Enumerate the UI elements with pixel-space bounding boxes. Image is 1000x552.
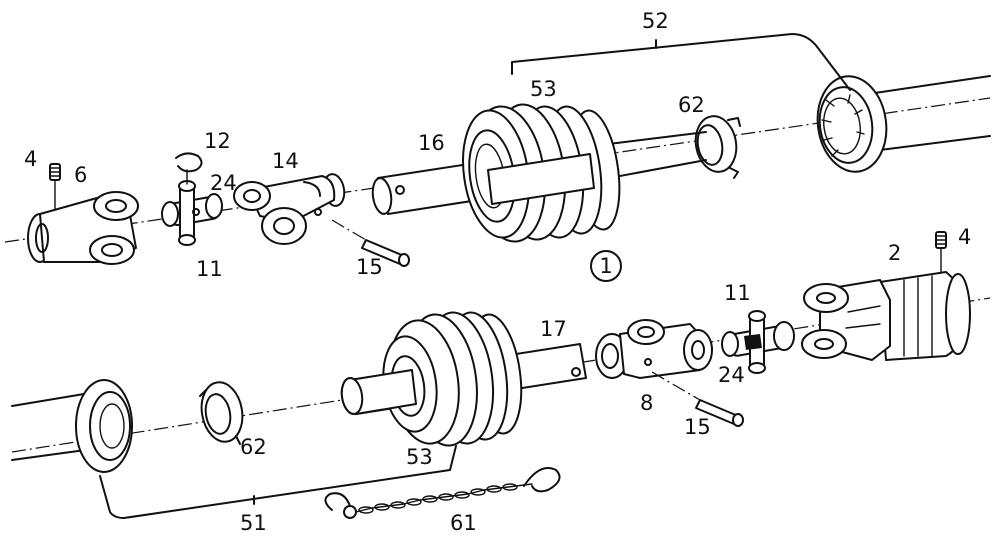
bracket-51	[99, 445, 457, 519]
view-number-text: 1	[599, 254, 612, 278]
pin-15-lower	[651, 371, 744, 427]
label-6: 6	[74, 163, 87, 187]
label-4-left: 4	[24, 147, 37, 171]
label-51: 51	[240, 511, 267, 535]
label-53-bottom: 53	[406, 445, 433, 469]
label-2: 2	[888, 241, 901, 265]
pin-15-upper	[331, 219, 410, 267]
universal-cross-11-lower	[721, 310, 795, 374]
label-16: 16	[418, 131, 445, 155]
guard-cone-52-ring	[816, 75, 888, 173]
yoke-8	[595, 319, 713, 379]
label-24-top: 24	[210, 171, 237, 195]
label-8: 8	[640, 391, 653, 415]
label-4-right: 4	[958, 225, 971, 249]
yoke-2-housing	[801, 271, 971, 361]
label-15-bottom: 15	[684, 415, 711, 439]
bearing-ring-62-lower	[199, 381, 244, 445]
view-number-badge: 1	[590, 250, 622, 282]
snap-ring-12-upper	[175, 152, 203, 173]
universal-cross-11-upper	[161, 180, 223, 246]
label-62-top: 62	[678, 93, 705, 117]
label-12: 12	[204, 129, 231, 153]
yoke-6	[27, 191, 139, 265]
label-24-bottom: 24	[718, 363, 745, 387]
label-17: 17	[540, 317, 567, 341]
yoke-14	[233, 173, 346, 245]
label-15-top: 15	[356, 255, 383, 279]
label-11-bottom: 11	[724, 281, 751, 305]
label-52: 52	[642, 9, 669, 33]
safety-chain-61	[324, 467, 561, 519]
bellows-guard-53-lower	[340, 311, 523, 447]
guard-cone-51-ring	[75, 379, 133, 473]
label-62-bottom: 62	[240, 435, 267, 459]
label-61: 61	[450, 511, 477, 535]
outer-tube-upper	[867, 75, 991, 151]
label-14: 14	[272, 149, 299, 173]
grease-nipple-4-left	[49, 163, 61, 211]
bellows-guard-53-upper	[462, 103, 621, 243]
bracket-52	[511, 33, 851, 91]
label-11-top: 11	[196, 257, 223, 281]
bearing-ring-62-upper	[694, 115, 741, 179]
grease-nipple-4-right	[935, 231, 947, 273]
label-53-top: 53	[530, 77, 557, 101]
